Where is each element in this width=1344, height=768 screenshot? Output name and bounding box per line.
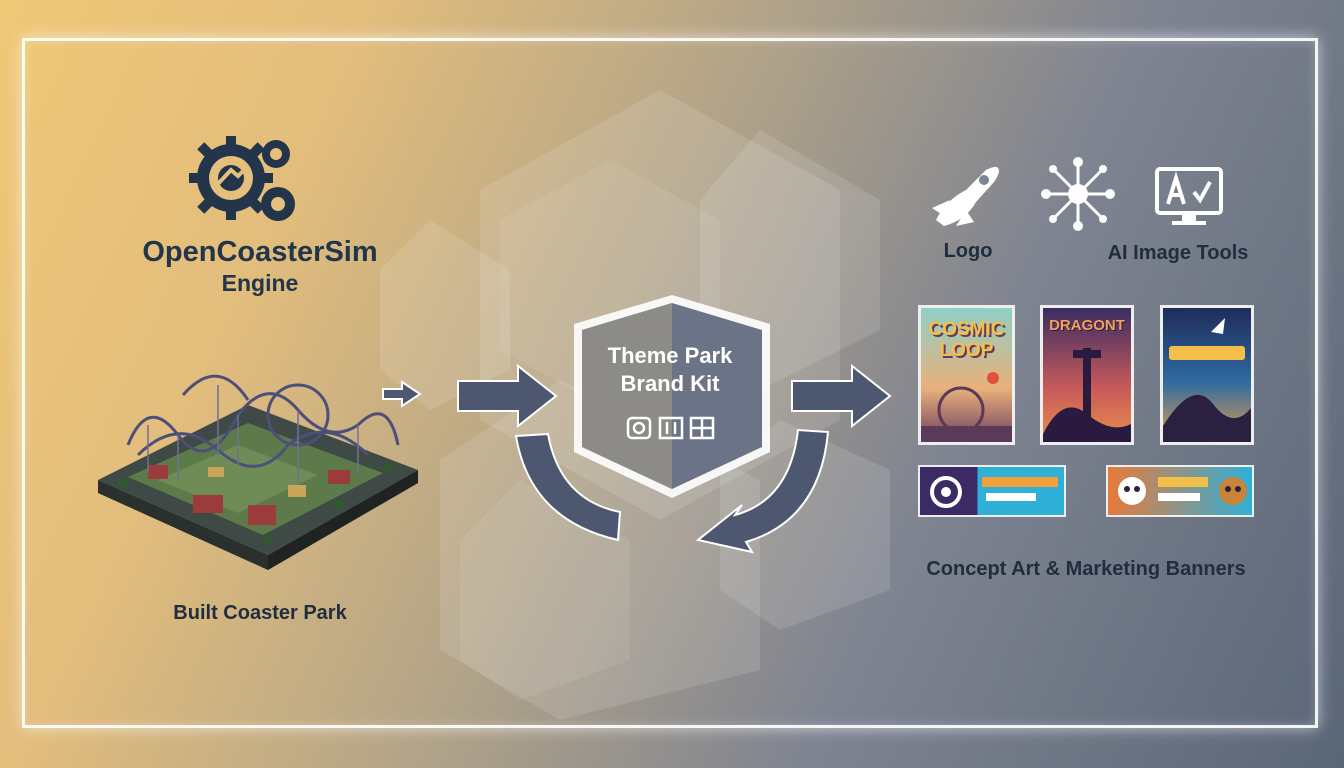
banner-gear-icon <box>926 473 966 511</box>
banner-stripe <box>1158 477 1208 487</box>
ai-tools-label: AI Image Tools <box>1080 242 1276 265</box>
banner-stripe <box>1158 493 1200 501</box>
poster-cosmic-title-1: COSMIC <box>921 320 1012 339</box>
arrow-to-brand-kit <box>458 366 556 426</box>
arrow-to-outputs <box>792 366 890 426</box>
poster-tower-art <box>1043 344 1131 442</box>
poster-dragon-title: DRAGONT <box>1043 318 1131 333</box>
brand-kit-line1: Theme Park <box>570 342 770 370</box>
banner-stripe <box>986 493 1036 501</box>
brand-kit-title: Theme Park Brand Kit <box>570 342 770 398</box>
poster-rocket-art <box>1163 308 1251 442</box>
rocket-icon <box>926 160 1006 230</box>
poster-cosmic-loop: COSMIC LOOP <box>918 305 1015 445</box>
banner-mascot <box>1106 465 1254 517</box>
brand-kit-line2: Brand Kit <box>570 370 770 398</box>
poster-coaster-art <box>921 370 1012 442</box>
poster-dragon: DRAGONT <box>1040 305 1134 445</box>
logo-label: Logo <box>920 240 1016 263</box>
ai-monitor-icon <box>1154 166 1224 228</box>
concept-art-label: Concept Art & Marketing Banners <box>900 558 1272 581</box>
poster-cosmic-title-2: LOOP <box>921 341 1012 360</box>
banner-engine <box>918 465 1066 517</box>
network-icon <box>1040 156 1116 232</box>
banner-character-icon <box>1216 471 1250 515</box>
banner-stripe <box>982 477 1058 487</box>
small-arrow <box>383 382 420 406</box>
banner-mascot-icon <box>1114 471 1150 513</box>
poster-rocket <box>1160 305 1254 445</box>
